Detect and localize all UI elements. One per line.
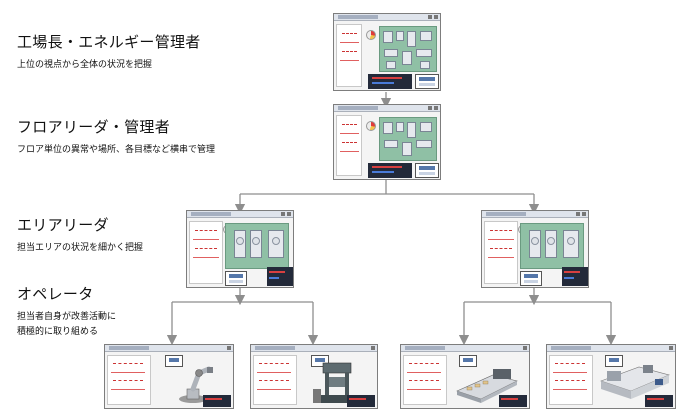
dashboard-screenshot-area-right [481,210,589,288]
energy-console [267,267,293,286]
status-panel [415,74,439,89]
role-title: 工場長・エネルギー管理者 [17,33,201,51]
role-description: 担当者自身が改善活動に 積極的に取り組める [17,310,116,340]
role-plant-manager: 工場長・エネルギー管理者 上位の視点から全体の状況を把握 [17,31,201,73]
energy-console [368,74,412,89]
role-description: 担当エリアの状況を細かく把握 [17,243,144,253]
robot-arm-icon [179,366,213,403]
role-area-leader: エリアリーダ 担当エリアの状況を細かく把握 [17,214,143,256]
alarm-panel [225,271,247,286]
alarm-panel [520,271,542,286]
dashboard-screenshot-operator-3 [400,344,530,409]
dashboard-screenshot-operator-4 [546,344,676,409]
role-title: オペレータ [17,285,94,303]
pie-chart-icon [366,121,376,131]
status-panel [415,163,439,178]
role-description-line: 担当者自身が改善活動に [17,312,117,322]
floor-map [379,117,437,161]
role-description: 上位の視点から全体の状況を把握 [17,60,153,70]
dashboard-screenshot-operator-2 [250,344,378,409]
role-floor-leader: フロアリーダ・管理者 フロア単位の異常や場所、各目標など横串で管理 [17,116,215,158]
role-title: フロアリーダ・管理者 [17,118,171,136]
dashboard-screenshot-floor [333,104,441,180]
role-title: エリアリーダ [17,216,109,234]
dashboard-screenshot-operator-1 [104,344,234,409]
role-operator: オペレータ 担当者自身が改善活動に 積極的に取り組める [17,283,116,340]
dashboard-screenshot-area-left [186,210,294,288]
dashboard-screenshot-plant [333,13,441,91]
press-machine-icon [313,362,355,403]
energy-console [368,163,412,178]
role-description-line: 積極的に取り組める [17,327,99,337]
molding-machine-icon [600,365,670,399]
area-map [520,223,584,269]
area-map [225,223,289,269]
conveyor-icon [456,369,518,403]
energy-console [562,267,588,286]
role-description: フロア単位の異常や場所、各目標など横串で管理 [17,145,216,155]
pie-chart-icon [366,30,376,40]
plant-floor-map [379,26,437,72]
